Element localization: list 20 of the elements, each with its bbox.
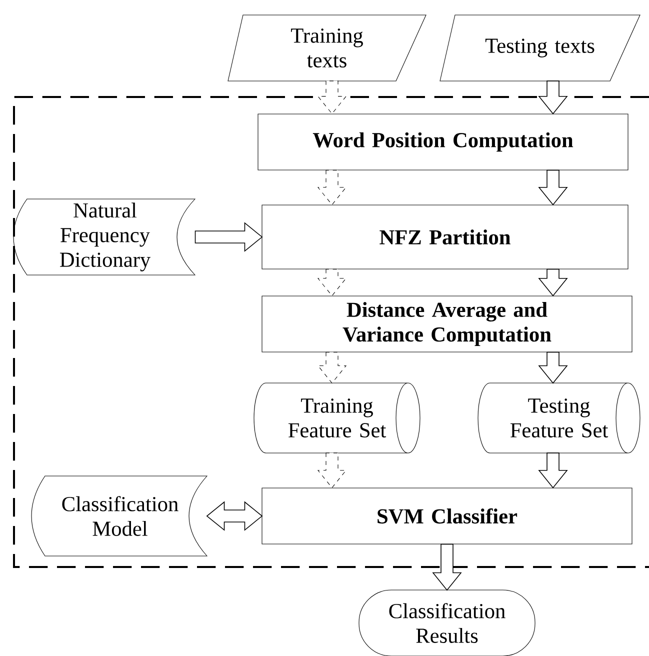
block-arrow — [194, 222, 263, 252]
database-cylinder: Training Feature Set — [254, 382, 420, 454]
block-arrow — [538, 452, 568, 488]
block-arrow — [317, 170, 347, 206]
block-arrow — [538, 268, 568, 296]
block-arrow — [317, 80, 347, 114]
block-arrow — [538, 352, 568, 384]
block-arrow — [432, 544, 462, 591]
process-box: NFZ Partition — [262, 204, 628, 270]
input-parallelogram: Training texts — [228, 14, 426, 82]
block-arrow — [538, 170, 568, 206]
process-box: SVM Classifier — [262, 488, 632, 544]
process-box: Word Position Computation — [258, 114, 628, 170]
input-parallelogram: Testing texts — [440, 14, 640, 82]
block-arrow — [317, 269, 347, 296]
process-box: Distance Average and Variance Computation — [262, 296, 632, 352]
block-arrow — [317, 452, 347, 488]
block-arrow — [317, 352, 347, 384]
block-arrow — [538, 80, 568, 114]
database-cylinder: Testing Feature Set — [478, 382, 640, 454]
